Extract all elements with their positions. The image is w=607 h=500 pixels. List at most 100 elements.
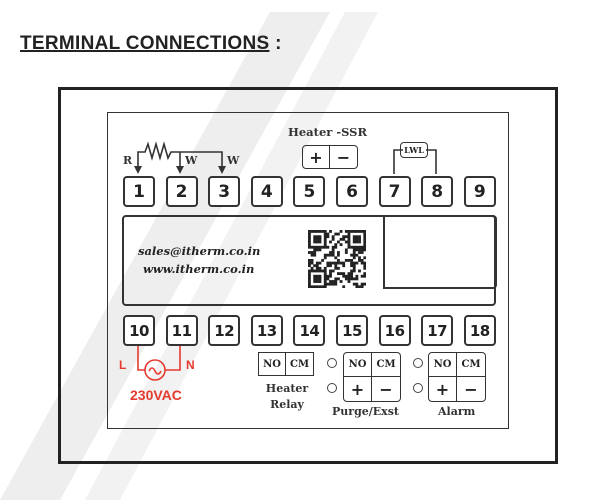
qr-module [310,259,314,262]
qr-module [318,274,322,278]
qr-module [363,245,366,249]
qr-module [358,240,361,244]
qr-module [355,285,359,288]
qr-module [355,235,359,239]
qr-module [310,230,314,233]
qr-module [313,230,317,233]
qr-module [318,277,322,281]
qr-module [342,237,346,241]
qr-module [315,280,319,283]
qr-module [363,266,366,270]
qr-module [355,261,359,265]
terminal-10: 10 [123,315,155,346]
qr-module [352,240,356,244]
qr-module [313,277,317,281]
qr-module [323,272,327,276]
qr-module [342,261,346,265]
qr-module [352,277,356,281]
qr-module [323,245,327,249]
plus-sign: + [429,377,457,401]
qr-module [355,274,359,278]
qr-module [355,245,359,249]
website-text: www.itherm.co.in [143,262,255,276]
qr-module [326,264,330,268]
qr-module [321,259,325,262]
qr-module [310,253,314,257]
qr-module [308,259,311,262]
qr-module [342,274,346,278]
qr-module [313,245,317,249]
terminal-5: 5 [293,176,326,207]
qr-module [313,248,317,252]
qr-module [313,269,317,273]
power-wiring [137,346,181,381]
controller-outline [58,87,558,464]
qr-module [323,277,327,281]
qr-module [363,232,366,236]
qr-module [310,251,314,254]
qr-module [323,240,327,244]
qr-module [308,245,311,249]
qr-module [347,243,351,247]
qr-module [344,251,348,254]
qr-module [337,277,340,281]
qr-module [329,261,332,265]
qr-module [344,240,348,244]
qr-module [350,230,354,233]
qr-module [308,280,311,283]
qr-module [358,269,361,273]
qr-module [347,240,351,244]
qr-module [350,277,354,281]
qr-module [331,280,335,283]
qr-module [358,285,361,288]
terminal-7: 7 [378,176,411,207]
qr-module [350,272,354,276]
qr-module [315,266,319,270]
qr-module [360,261,364,265]
qr-module [326,261,330,265]
qr-module [360,274,364,278]
qr-module [326,253,330,257]
qr-module [308,240,311,244]
no-contact: NO [344,353,372,377]
minus-sign: − [330,145,358,169]
qr-module [350,261,354,265]
qr-module [323,280,327,283]
terminal-9: 9 [463,176,496,207]
qr-module [329,251,332,254]
terminal-4: 4 [250,176,283,207]
qr-module [323,243,327,247]
qr-module [331,269,335,273]
qr-module [315,274,319,278]
qr-module [350,269,354,273]
purge-contacts: NO CM + − [343,352,401,402]
qr-module [308,232,311,236]
qr-module [355,277,359,281]
terminal-11: 11 [165,315,198,346]
qr-module [318,230,322,233]
qr-module [334,243,338,247]
qr-module [313,237,317,241]
qr-module [310,245,314,249]
terminal-panel [107,112,509,429]
qr-module [329,230,332,233]
qr-module [308,277,311,281]
terminal-16: 16 [378,315,411,346]
label-line: Heater [265,382,309,395]
qr-module [337,259,340,262]
qr-module [342,272,346,276]
qr-module [331,248,335,252]
qr-module [363,243,366,247]
qr-module [344,248,348,252]
qr-module [323,253,327,257]
lwl-label: LWL [400,142,428,158]
qr-module [352,253,356,257]
qr-module [329,269,332,273]
qr-module [323,269,327,273]
heater-ssr-label: Heater -SSR [288,125,368,139]
plus-sign: + [344,377,372,401]
qr-module [347,235,351,239]
alarm-label: Alarm [438,405,476,418]
qr-module [344,235,348,239]
